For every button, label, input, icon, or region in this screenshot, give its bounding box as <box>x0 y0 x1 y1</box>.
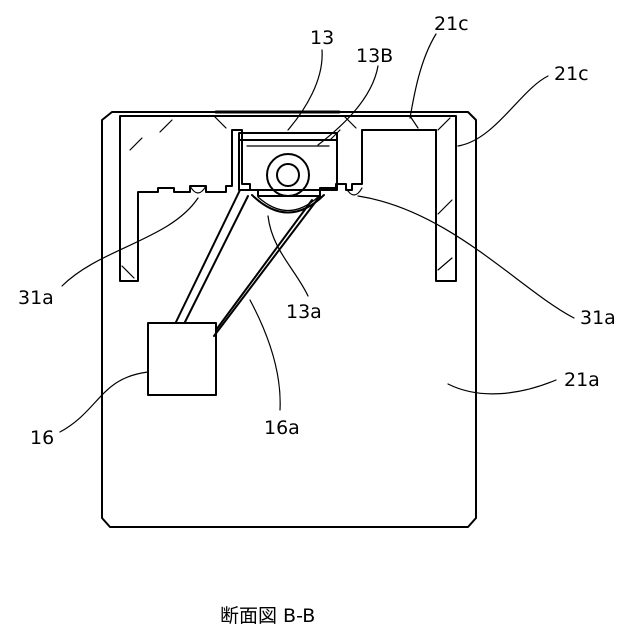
belt-16a-left <box>176 190 240 322</box>
label-16: 16 <box>30 427 54 449</box>
roller-inner <box>277 164 299 186</box>
label-16a: 16a <box>264 417 300 439</box>
leader-21a <box>448 380 556 394</box>
hatch-mark <box>160 120 172 132</box>
hatch-mark <box>438 200 452 214</box>
label-21c-top: 21c <box>434 13 469 35</box>
label-13B: 13B <box>356 45 393 67</box>
groove-31a-left <box>190 186 206 193</box>
label-31a-left: 31a <box>18 287 54 309</box>
hatch-mark <box>438 258 452 270</box>
hatch-mark <box>130 138 142 150</box>
leader-31a-right <box>358 196 574 318</box>
leader-13 <box>288 50 322 130</box>
label-13a: 13a <box>286 301 322 323</box>
label-21c-right: 21c <box>554 63 589 85</box>
hatch-mark <box>344 116 356 128</box>
hatch-mark <box>122 266 134 278</box>
label-31a-right: 31a <box>580 307 616 329</box>
hatch-mark <box>438 118 450 130</box>
leader-31a-left <box>62 198 198 286</box>
figure-caption: 断面図 B-B <box>220 605 315 627</box>
label-13: 13 <box>310 27 334 49</box>
leader-21c-top <box>410 34 436 118</box>
motor-16 <box>148 323 216 395</box>
hatch-mark <box>410 116 418 128</box>
label-21a: 21a <box>564 369 600 391</box>
leader-16 <box>60 372 148 432</box>
hatch-mark <box>214 116 226 128</box>
leader-21c-right <box>458 76 548 146</box>
leader-16a <box>250 300 280 410</box>
